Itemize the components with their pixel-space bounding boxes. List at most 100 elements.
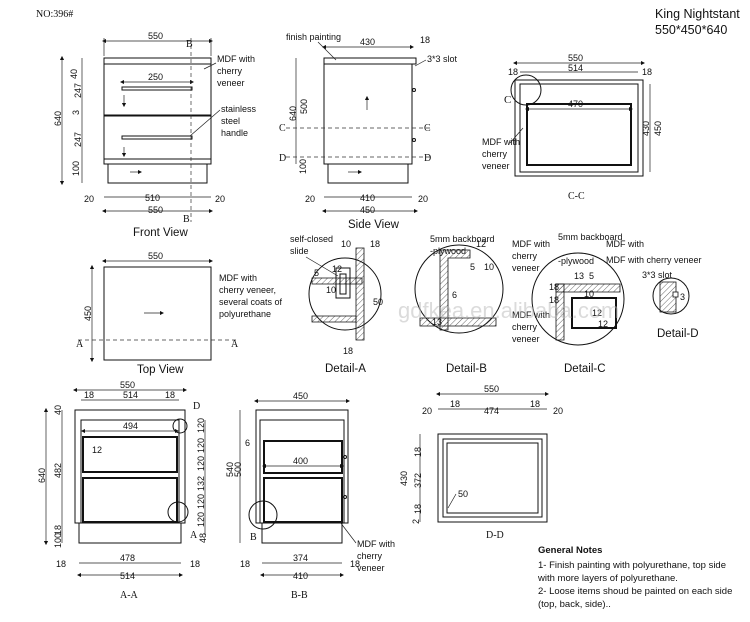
drawing-title: King Nightstant bbox=[655, 7, 740, 21]
section-c-c: C 550 18 514 18 470 430 450 MDF with che… bbox=[482, 53, 663, 202]
dim-text: 514 bbox=[120, 571, 135, 581]
dim-text: 120 bbox=[196, 456, 206, 471]
dim-text: 514 bbox=[568, 63, 583, 73]
front-lower-drawer bbox=[103, 115, 212, 160]
dim-text: 247 bbox=[73, 83, 83, 98]
detail-c-side bbox=[555, 283, 565, 341]
dd-caption: D-D bbox=[486, 530, 504, 541]
leader-line bbox=[305, 256, 339, 277]
dim-text: 478 bbox=[120, 553, 135, 563]
dim-text: 450 bbox=[360, 205, 375, 215]
dim-text: 500 bbox=[299, 99, 309, 114]
dim-text: 10 bbox=[484, 262, 494, 272]
leader-line bbox=[414, 59, 427, 67]
dim-text: 6 bbox=[452, 290, 457, 300]
dim-text: 18 bbox=[56, 559, 66, 569]
side-label: finish painting bbox=[286, 32, 341, 42]
side-top bbox=[323, 57, 417, 65]
dim-text: 550 bbox=[148, 251, 163, 261]
bb-lower-drawer bbox=[263, 477, 343, 523]
section-mark-a: A bbox=[231, 339, 239, 350]
section-a-a: D A 550 18 514 18 494 12 640 40 482 18 1… bbox=[37, 380, 208, 601]
detail-d-slot bbox=[672, 291, 679, 298]
detail-b-bottom bbox=[419, 317, 497, 327]
dim-text: 50 bbox=[373, 297, 383, 307]
dim-text: 640 bbox=[37, 468, 47, 483]
detail-b-top bbox=[439, 249, 471, 331]
detail-c: MDF with cherry veneer 5mm backboard -pl… bbox=[512, 232, 702, 375]
side-slot bbox=[412, 138, 416, 142]
cc-outer bbox=[514, 79, 644, 177]
dim-text: 18 bbox=[549, 282, 559, 292]
detail-b-mark: B bbox=[250, 532, 257, 543]
dim-text: 18 bbox=[413, 447, 423, 457]
dim-text: 20 bbox=[418, 194, 428, 204]
dim-text: 510 bbox=[145, 193, 160, 203]
bb-slot bbox=[343, 455, 347, 459]
detail-label: veneer bbox=[512, 263, 540, 273]
top-label: several coats of bbox=[219, 297, 283, 307]
dim-text: 470 bbox=[568, 99, 583, 109]
dim-text: 18 bbox=[642, 67, 652, 77]
front-top-panel bbox=[103, 57, 212, 65]
dim-text: 18 bbox=[165, 390, 175, 400]
detail-d-circle bbox=[652, 277, 690, 315]
dim-text: 6 bbox=[245, 438, 250, 448]
dim-text: 12 bbox=[92, 445, 102, 455]
aa-lower-drawer bbox=[82, 477, 178, 523]
dim-text: 247 bbox=[73, 132, 83, 147]
dim-text: 13 bbox=[574, 271, 584, 281]
leader-line bbox=[203, 62, 217, 70]
dim-text: 12 bbox=[598, 319, 608, 329]
dim-text: 18 bbox=[530, 399, 540, 409]
bb-slot bbox=[343, 495, 347, 499]
detail-label: cherry bbox=[512, 322, 538, 332]
aa-upper-drawer bbox=[82, 436, 178, 473]
dim-text: 540 bbox=[225, 462, 235, 477]
dim-text: 18 bbox=[450, 399, 460, 409]
dim-text: 550 bbox=[148, 205, 163, 215]
detail-a-callout bbox=[167, 501, 189, 523]
detail-label: MDF with bbox=[512, 310, 550, 320]
detail-d-caption: Detail-D bbox=[657, 328, 699, 340]
dim-text: 640 bbox=[288, 106, 298, 121]
dim-text: 50 bbox=[458, 489, 468, 499]
side-body bbox=[323, 63, 413, 165]
dim-text: 20 bbox=[215, 194, 225, 204]
aa-plinth bbox=[78, 522, 182, 544]
section-mark-c: C bbox=[279, 123, 286, 134]
dim-text: 20 bbox=[305, 194, 315, 204]
detail-c-circle bbox=[531, 252, 625, 346]
detail-d: 3*3 slot 3 Detail-D bbox=[642, 270, 699, 340]
cc-caption: C-C bbox=[568, 191, 585, 202]
dim-text: 450 bbox=[83, 306, 93, 321]
detail-a: self-closed slide 10 18 12 5 10 50 18 De… bbox=[290, 234, 383, 375]
model-number: NO:396# bbox=[36, 9, 73, 20]
section-mark-b: B bbox=[183, 214, 190, 225]
dim-text: 10 bbox=[341, 239, 351, 249]
detail-d-panel bbox=[659, 281, 677, 313]
watermark: gdfkea.en.alibaba.com bbox=[398, 298, 619, 323]
dim-text: 550 bbox=[484, 384, 499, 394]
side-slot bbox=[412, 88, 416, 92]
side-label: 3*3 slot bbox=[427, 54, 458, 64]
dim-text: 18 bbox=[190, 559, 200, 569]
detail-label: 3*3 slot bbox=[642, 270, 673, 280]
detail-a-side bbox=[355, 247, 365, 341]
leader-line bbox=[189, 109, 221, 137]
dim-text: 18 bbox=[549, 295, 559, 305]
dim-text: 20 bbox=[422, 406, 432, 416]
detail-label: slide bbox=[290, 246, 309, 256]
bb-caption: B-B bbox=[291, 590, 308, 601]
dim-text: 18 bbox=[53, 525, 63, 535]
dim-text: 100 bbox=[53, 533, 63, 548]
dim-text: 18 bbox=[343, 346, 353, 356]
front-upper-drawer bbox=[103, 63, 212, 116]
dim-text: 18 bbox=[370, 239, 380, 249]
bb-plinth bbox=[261, 522, 343, 544]
cc-drawer bbox=[526, 103, 632, 166]
dim-text: 18 bbox=[413, 504, 423, 514]
dim-text: 410 bbox=[293, 571, 308, 581]
front-view: 550 250 640 40 247 3 247 100 20 510 20 5… bbox=[53, 31, 257, 239]
notes-line: 1- Finish painting with polyurethane, to… bbox=[538, 560, 726, 571]
